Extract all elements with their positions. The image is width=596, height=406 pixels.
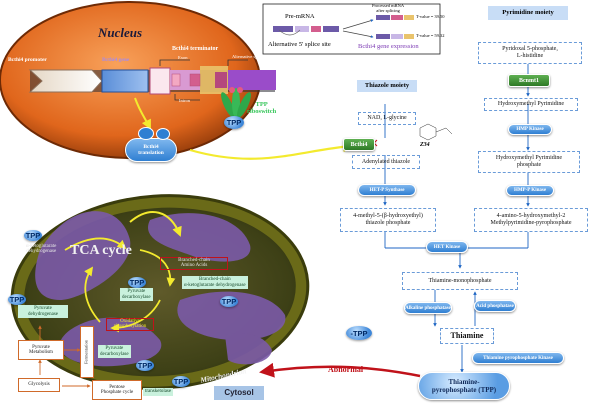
bcnmt1-node: Bcnmt1 [508,74,550,87]
thiamine-monophosphate-box: Thiamine-monophosphate [402,272,518,290]
transketolase-label: transketolase [143,388,174,396]
tpp-badge-pdh: TPP [8,294,26,305]
minus-tpp-badge: -TPP [346,326,372,340]
tpp-badge-cyto-pdc: TPP [136,360,154,371]
intron-label: Intron [179,98,190,103]
abnormal-label: Abnormal [328,365,364,374]
thiazole-phosphate-box: 4-methyl-5-(β-hydroxyethyl)thiazole phos… [340,208,436,232]
terminator-block [149,67,171,95]
alt-splicing-block [228,70,276,90]
pre-mrna-label: Pre-mRNA [285,13,315,20]
z34-label: Z34 [420,142,430,148]
tpp-product-blob: Thiamine-pyrophosphate (TPP) [418,372,510,400]
alt-5-splice-label: Alternative 5' splice site [268,41,331,48]
hmp-box: Hydroxymethyl Pyrimidine [484,98,578,111]
nucleus-label: Nucleus [98,25,143,40]
z34-structure [419,123,453,141]
t-value-2: T-value = 59.32 [416,33,445,38]
riboswitch-shape [221,87,251,118]
thiazole-moiety-header: Thiazole moiety [357,80,417,92]
bcthi4-node: Bcthi4 [343,138,375,151]
alkaline-phosphatase-pill: Alkaline phosphatase [404,302,452,314]
tpp-badge-pdc: TPP [128,277,146,288]
adenylated-thiazole-box: Adenylated thiazole [352,155,420,169]
pre-mrna-glyph [273,26,339,36]
alt-splicing-label: Alternative splicing [232,54,268,59]
ribosome-dot-2 [156,128,170,140]
abnormal-arrow [259,362,421,378]
gene-label: Bcthi4 gene [102,57,130,63]
het-kinase-pill: HET Kinase [426,241,468,253]
pyrimidine-moiety-header: Pyrimidine moiety [488,6,568,20]
cytosol-label: Cytosol [214,386,264,400]
glycolysis-box: Glycolysis [18,378,60,392]
processed-mrna-glyph [376,15,414,39]
hmp-kinase-pill: HMP Kinase [508,124,552,135]
ribosome-dot [138,127,154,140]
exon-label: Exon [178,55,188,60]
t-value-1: T-value = 39.50 [416,14,445,19]
tpp-riboswitch-badge: TPP [224,116,244,129]
promoter-arrow [28,69,103,93]
gene-expression-label: Bcthi4 gene expression [358,43,419,50]
thiamine-box: Thiamine [440,328,494,344]
tpp-badge-kgdh: TPP [24,230,42,241]
pyridoxal-box: Pyridoxal 5-phosphate,L-histidine [478,42,582,64]
thiamine-pyrophosphate-kinase-pill: Thiamine pyrophosphate Kinase [472,352,564,364]
tpp-badge-tk: TPP [172,376,190,387]
gene-block [101,69,149,93]
terminator-label: Bcthi4 terminator [172,46,219,52]
het-p-synthase-pill: HET-P Synthase [358,184,416,196]
fermentation-box: Fermentation [80,326,94,378]
nad-glycine-box: NAD, L-glycine [358,112,416,125]
hmp-p-kinase-pill: HMP-P Kinase [506,185,554,196]
promoter-label: Bcthi4 promoter [8,57,47,63]
tca-cycle-label: TCA cycle [70,243,132,258]
acid-phosphatase-pill: Acid phosphatase [474,300,516,312]
tpp-badge-bckdh: TPP [220,296,238,307]
